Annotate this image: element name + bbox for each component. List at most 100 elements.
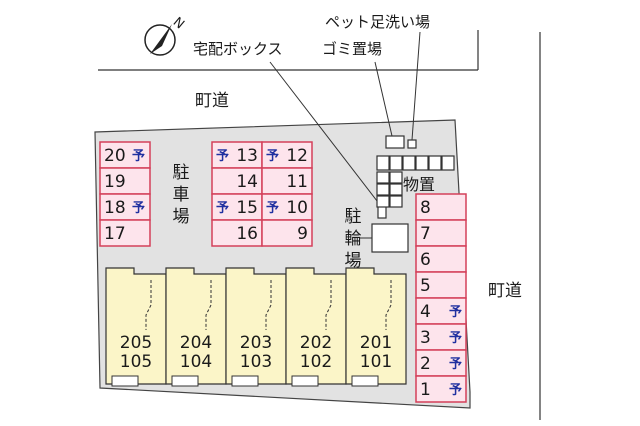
reserved-mark: 予 (216, 149, 229, 164)
storage-shed (376, 183, 390, 196)
parking-space (261, 219, 313, 247)
parking-space (99, 167, 151, 195)
storage-shed (389, 171, 403, 184)
parking-space (415, 219, 467, 247)
storage-shed (402, 155, 416, 171)
parking-space-number: 16 (236, 224, 258, 244)
reserved-mark: 予 (266, 201, 279, 216)
storage-shed (428, 155, 442, 171)
parking-space (261, 167, 313, 195)
unit-lower-number: 104 (180, 352, 212, 372)
parking-space (415, 323, 467, 351)
pet-wash-station (407, 139, 417, 149)
delivery-box (377, 205, 387, 219)
parking-space-number: 6 (420, 250, 431, 270)
parking-center: 予 13 予 12 14 11 予 15 予 10 16 9 (211, 141, 313, 247)
storage-shed (389, 155, 403, 171)
unit-upper-number: 203 (240, 333, 272, 353)
road-label-right: 町道 (488, 281, 522, 301)
unit-stair (385, 280, 392, 330)
storage-shed (376, 171, 390, 184)
parking-space-number: 12 (286, 146, 308, 166)
storage-shed (389, 183, 403, 196)
parking-label-char: 車 (173, 185, 190, 205)
unit-lower-number: 103 (240, 352, 272, 372)
bike-parking-label-char: 場 (345, 251, 362, 271)
parking-space-number: 10 (286, 198, 308, 218)
storage-shed (376, 155, 390, 171)
reserved-mark: 予 (132, 201, 145, 216)
parking-label-char: 駐 (173, 163, 190, 183)
parking-space-number: 4 (420, 302, 431, 322)
unit-lower-number: 105 (120, 352, 152, 372)
parking-space-number: 11 (286, 172, 308, 192)
storage-shed (389, 195, 403, 208)
leader-garbage (374, 61, 393, 137)
unit-entrance (171, 375, 199, 387)
parking-label: 駐車場 (173, 163, 190, 227)
delivery-box-label: 宅配ボックス (193, 40, 283, 58)
parking-left: 20 予 19 18 予 17 (99, 141, 151, 247)
reserved-mark: 予 (266, 149, 279, 164)
parking-space (211, 219, 263, 247)
pet-wash-label: ペット足洗い場 (325, 13, 430, 31)
compass-icon: N (144, 15, 187, 56)
compass-letter: N (170, 15, 187, 33)
road-label-top: 町道 (195, 91, 229, 111)
parking-space-number: 5 (420, 276, 431, 296)
reserved-mark: 予 (449, 331, 462, 346)
reserved-mark: 予 (216, 201, 229, 216)
parking-label-char: 場 (173, 207, 190, 227)
parking-space-number: 3 (420, 328, 431, 348)
parking-space-number: 1 (420, 380, 431, 400)
parking-space-number: 19 (104, 172, 126, 192)
bike-parking-label: 駐輪場 (345, 207, 362, 271)
reserved-mark: 予 (449, 383, 462, 398)
unit-upper-number: 204 (180, 333, 212, 353)
parking-space-number: 18 (104, 198, 126, 218)
parking-space-number: 20 (104, 146, 126, 166)
unit-lower-number: 101 (360, 352, 392, 372)
garbage-station (385, 135, 405, 149)
storage-shed (376, 195, 390, 208)
unit-stair (205, 280, 212, 330)
unit-stair (325, 280, 332, 330)
parking-space (415, 245, 467, 273)
parking-space (211, 167, 263, 195)
unit-upper-number: 202 (300, 333, 332, 353)
parking-space-number: 17 (104, 224, 126, 244)
parking-space (99, 193, 151, 221)
parking-space (415, 375, 467, 403)
leader-pet-wash (411, 31, 421, 141)
unit-entrance (231, 375, 259, 387)
reserved-mark: 予 (449, 357, 462, 372)
parking-space-number: 7 (420, 224, 431, 244)
bike-parking-label-char: 駐 (345, 207, 362, 227)
unit-lower-number: 102 (300, 352, 332, 372)
unit-entrance (111, 375, 139, 387)
unit-entrance (351, 375, 379, 387)
parking-space (415, 297, 467, 325)
unit-stair (145, 280, 152, 330)
bike-parking (371, 223, 409, 253)
parking-space-number: 13 (236, 146, 258, 166)
parking-space (415, 193, 467, 221)
reserved-mark: 予 (132, 149, 145, 164)
unit-upper-number: 205 (120, 333, 152, 353)
garbage-label: ゴミ置場 (322, 40, 382, 58)
storage-label: 物置 (403, 175, 435, 194)
storage-shed (441, 155, 455, 171)
parking-space-number: 14 (236, 172, 258, 192)
bike-parking-label-char: 輪 (345, 229, 362, 249)
parking-space-number: 9 (297, 224, 308, 244)
unit-stair (265, 280, 272, 330)
storage-group (376, 155, 455, 208)
parking-space-number: 15 (236, 198, 258, 218)
